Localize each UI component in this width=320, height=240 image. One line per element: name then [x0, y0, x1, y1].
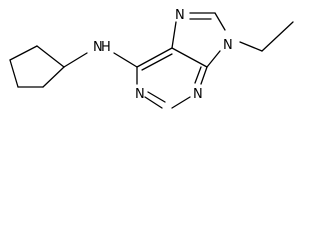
bond-n9-ch2	[239, 41, 263, 52]
atom-label-n1: N	[135, 87, 145, 102]
ethyl-group	[239, 21, 294, 52]
imidazole-ring	[171, 12, 226, 68]
cyclopentyl-ring	[9, 45, 65, 88]
structure-svg: N H N N N N	[9, 8, 294, 109]
bond-n3-c4-double	[194, 66, 202, 84]
bond-cp-3	[9, 59, 19, 88]
bond-c6-c5-double	[141, 53, 173, 71]
bond-n1-c2	[144, 96, 163, 109]
bond-c4-c5	[171, 47, 208, 68]
atom-label-n9: N	[223, 38, 233, 53]
atom-label-n3: N	[193, 87, 203, 102]
bond-cp-nh	[63, 52, 88, 68]
bond-cp-1	[42, 66, 65, 88]
bond-c6-c5	[136, 47, 173, 68]
molecule-diagram: N H N N N N	[9, 8, 294, 109]
bond-c8-n9	[214, 12, 226, 31]
atom-label-nh: N	[93, 40, 103, 55]
pyrimidine-ring	[136, 47, 208, 109]
bond-ch2-ch3	[261, 21, 294, 52]
bond-c2-n3	[171, 96, 191, 109]
bond-cp-5	[36, 45, 65, 68]
bond-c5-n7	[171, 21, 177, 49]
bond-n9-c4	[206, 50, 221, 68]
bond-cp-4	[9, 45, 38, 61]
atom-label-nh-h: H	[101, 40, 111, 55]
bond-n1-c2-double	[147, 91, 166, 103]
bond-n3-c4	[200, 66, 208, 85]
atom-label-n7: N	[175, 8, 185, 23]
bond-nh-c6	[113, 52, 138, 68]
